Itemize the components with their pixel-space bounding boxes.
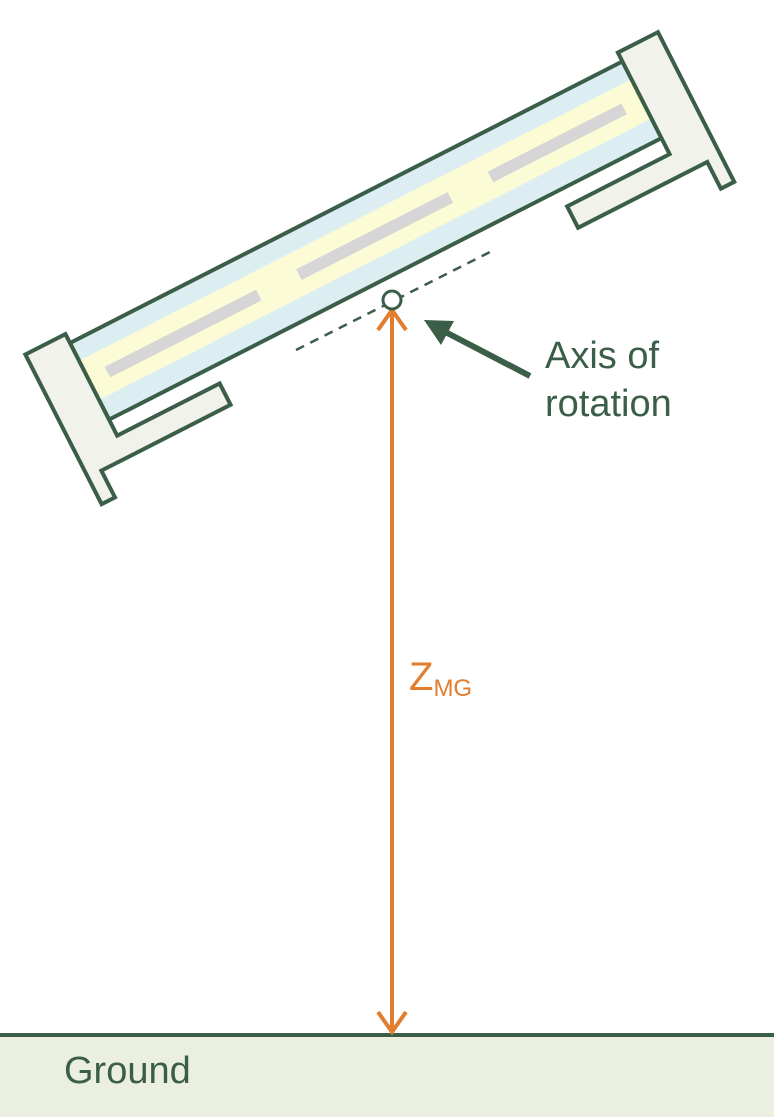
height-label-main: Z [409, 655, 433, 699]
axis-label-line1: Axis of [545, 335, 659, 377]
axis-pointer-arrowhead [424, 320, 454, 345]
rotation-axis-dashed [295, 249, 493, 352]
ground-strip [0, 1035, 774, 1117]
cell-bar-1 [104, 289, 262, 378]
height-arrow-head-bottom [376, 1010, 408, 1036]
frame-clamp-left [22, 331, 234, 507]
cell-bar-2 [296, 192, 454, 280]
frame-clamp-right [564, 29, 737, 231]
ground-label: Ground [64, 1050, 191, 1092]
rotation-axis-point [381, 289, 403, 311]
axis-label-line2: rotation [545, 383, 672, 425]
axis-pointer-arrow [430, 322, 532, 379]
solar-module [22, 29, 737, 507]
height-label-subscript: MG [433, 675, 472, 702]
height-label: ZMG [409, 655, 472, 702]
cell-bar-3 [487, 103, 627, 183]
